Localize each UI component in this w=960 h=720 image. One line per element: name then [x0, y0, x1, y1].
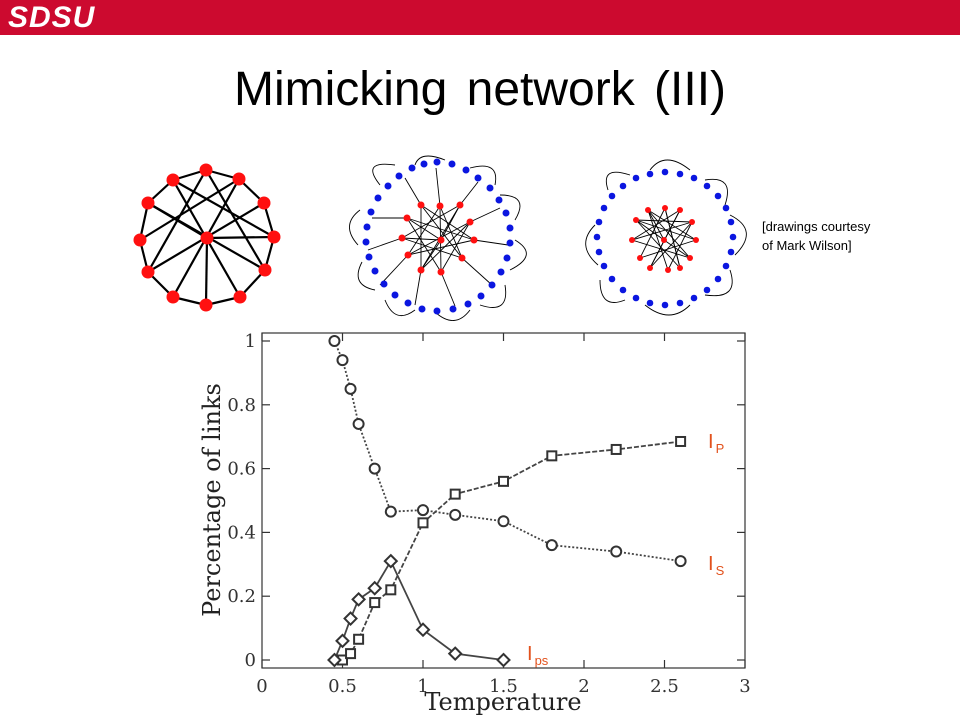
x-tick-label: 1 — [417, 676, 428, 697]
data-point-square — [353, 633, 365, 645]
x-tick-label: 1.5 — [489, 676, 518, 697]
data-point-square — [546, 450, 558, 462]
data-point-square — [385, 584, 397, 596]
x-tick-label: 3 — [739, 676, 750, 697]
data-point-square — [498, 475, 509, 487]
network-drawing-mixed-coupled-blue — [362, 158, 514, 315]
data-point-square — [369, 597, 381, 609]
data-point-diamond — [367, 580, 383, 596]
data-point-diamond — [496, 652, 511, 668]
series-markers — [327, 335, 687, 668]
data-point-circle — [610, 545, 623, 558]
data-point-diamond — [343, 611, 358, 626]
data-point-square — [449, 488, 461, 500]
plot-frame — [261, 332, 746, 669]
data-point-diamond — [447, 646, 463, 662]
data-point-circle — [449, 508, 462, 521]
x-tick-label: 2.5 — [650, 676, 679, 697]
series-lines — [333, 340, 681, 661]
data-point-circle — [336, 354, 349, 367]
data-point-diamond — [335, 633, 350, 649]
network-drawing-separated-rings — [585, 159, 747, 316]
data-point-diamond — [351, 591, 367, 607]
data-point-circle — [674, 555, 687, 568]
data-point-circle — [497, 515, 510, 528]
data-point-diamond — [383, 553, 399, 569]
drawing-credit: [drawings courtesy of Mark Wilson] — [762, 217, 952, 255]
y-tick-label: 1 — [245, 331, 256, 352]
y-tick-label: 0 — [245, 650, 256, 671]
data-point-circle — [384, 505, 397, 518]
sdsu-logo: SDSU — [8, 1, 96, 34]
header-bar: SDSU — [0, 0, 960, 35]
data-point-circle — [328, 335, 341, 347]
series-line-square — [341, 440, 681, 661]
y-tick-label: 0.8 — [227, 395, 256, 416]
x-tick-label: 0.5 — [328, 676, 357, 697]
network-drawing-mixed-coupled-red — [398, 201, 478, 276]
data-point-diamond — [327, 652, 342, 668]
network-drawing-red-only-nodes — [133, 163, 281, 312]
axis-ticks: 0 0.5 1 1.5 2 2.5 3 0 0.2 0.4 0.6 0.8 1 — [227, 331, 750, 697]
y-axis-title: Percentage of links — [198, 383, 226, 617]
y-tick-label: 0.6 — [227, 459, 256, 480]
y-tick-label: 0.4 — [227, 522, 256, 543]
data-point-square — [345, 648, 357, 660]
x-tick-label: 2 — [578, 676, 589, 697]
data-point-circle — [417, 504, 429, 517]
credit-line-2: of Mark Wilson] — [762, 238, 852, 253]
data-point-circle — [545, 539, 558, 552]
network-drawing-mixed-coupled — [349, 155, 527, 321]
data-point-diamond — [415, 622, 431, 638]
slide-title: Mimicking network (III) — [233, 63, 727, 116]
data-point-circle — [352, 417, 365, 430]
x-tick-label: 0 — [256, 676, 267, 697]
data-point-circle — [344, 382, 357, 395]
data-point-square — [417, 517, 429, 529]
series-line-circle — [333, 340, 681, 563]
network-drawing-separated-rings-blue — [593, 168, 737, 309]
data-point-circle — [368, 462, 381, 475]
data-point-square — [610, 443, 622, 455]
x-axis-title: Temperature — [424, 688, 581, 716]
series-line-diamond — [333, 559, 504, 661]
network-drawing-separated-rings-red — [629, 205, 699, 273]
y-tick-label: 0.2 — [227, 586, 256, 607]
credit-line-1: [drawings courtesy — [762, 219, 871, 234]
data-point-square — [675, 435, 687, 447]
